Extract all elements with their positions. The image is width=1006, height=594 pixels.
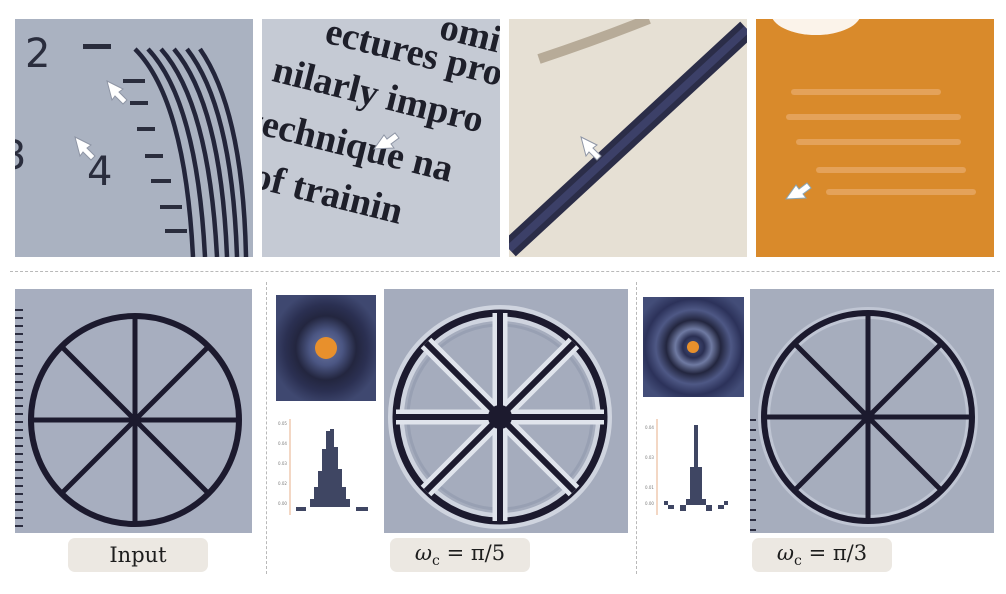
svg-text:0.01: 0.01: [645, 485, 654, 490]
kernel-profile-pi3-graphic: 0.04 0.03 0.01 0.00: [645, 419, 738, 515]
kernel-heatmap-pi3: [643, 297, 744, 397]
svg-text:0.02: 0.02: [278, 481, 287, 486]
kernel-profile-pi3: 0.04 0.03 0.01 0.00: [644, 413, 744, 521]
svg-text:0.04: 0.04: [278, 441, 287, 446]
svg-text:0.00: 0.00: [645, 501, 654, 506]
svg-text:0.04: 0.04: [645, 425, 654, 430]
caption-input-label: Input: [109, 543, 167, 567]
caption-pi3-omega: ω: [776, 540, 795, 565]
result-wheel-pi5-panel: [384, 289, 628, 533]
kernel-heatmap-pi5-graphic: [276, 295, 376, 401]
vertical-divider-1: [266, 282, 267, 574]
input-wheel: [15, 289, 252, 533]
svg-text:0.03: 0.03: [278, 461, 287, 466]
top-panel-stroke: [509, 19, 747, 257]
svg-text:0.05: 0.05: [278, 421, 287, 426]
kernel-profile-pi5: 0.05 0.04 0.03 0.02 0.00: [276, 413, 380, 521]
svg-text:0.00: 0.00: [278, 501, 287, 506]
input-wheel-panel: [15, 289, 252, 533]
orange-graphic: [756, 19, 994, 257]
caption-pi3-sub: c: [794, 553, 802, 570]
svg-text:0.03: 0.03: [645, 455, 654, 460]
stroke-graphic: [509, 19, 747, 257]
kernel-heatmap-pi3-graphic: [643, 297, 744, 397]
caption-pi3: ωc = π/3: [752, 538, 892, 572]
result-wheel-pi3: [750, 289, 994, 533]
kernel-profile-pi5-graphic: 0.05 0.04 0.03 0.02 0.00: [278, 419, 374, 515]
caption-pi5-sub: c: [432, 553, 440, 570]
top-panel-text: omi ectures pro nilarly impro technique …: [262, 19, 500, 257]
caption-pi5-label: ωc = π/5: [415, 541, 505, 569]
text-graphic: omi ectures pro nilarly impro technique …: [262, 19, 500, 257]
kernel-heatmap-pi5: [276, 295, 376, 401]
ruler-graphic: 2 4 3: [15, 19, 253, 257]
result-wheel-pi3-panel: [750, 289, 994, 533]
top-panel-ruler: 2 4 3: [15, 19, 253, 257]
clock-digit-3: 3: [15, 133, 26, 179]
caption-pi5: ωc = π/5: [390, 538, 530, 572]
caption-pi3-label: ωc = π/3: [777, 541, 867, 569]
vertical-divider-2: [636, 282, 637, 574]
result-wheel-pi5: [384, 289, 628, 533]
caption-pi5-omega: ω: [414, 540, 433, 565]
caption-pi5-rest: = π/5: [439, 540, 506, 565]
horizontal-divider: [10, 271, 1000, 272]
clock-digit-2: 2: [25, 31, 50, 77]
top-panel-orange: [756, 19, 994, 257]
caption-pi3-rest: = π/3: [801, 540, 868, 565]
caption-input: Input: [68, 538, 208, 572]
